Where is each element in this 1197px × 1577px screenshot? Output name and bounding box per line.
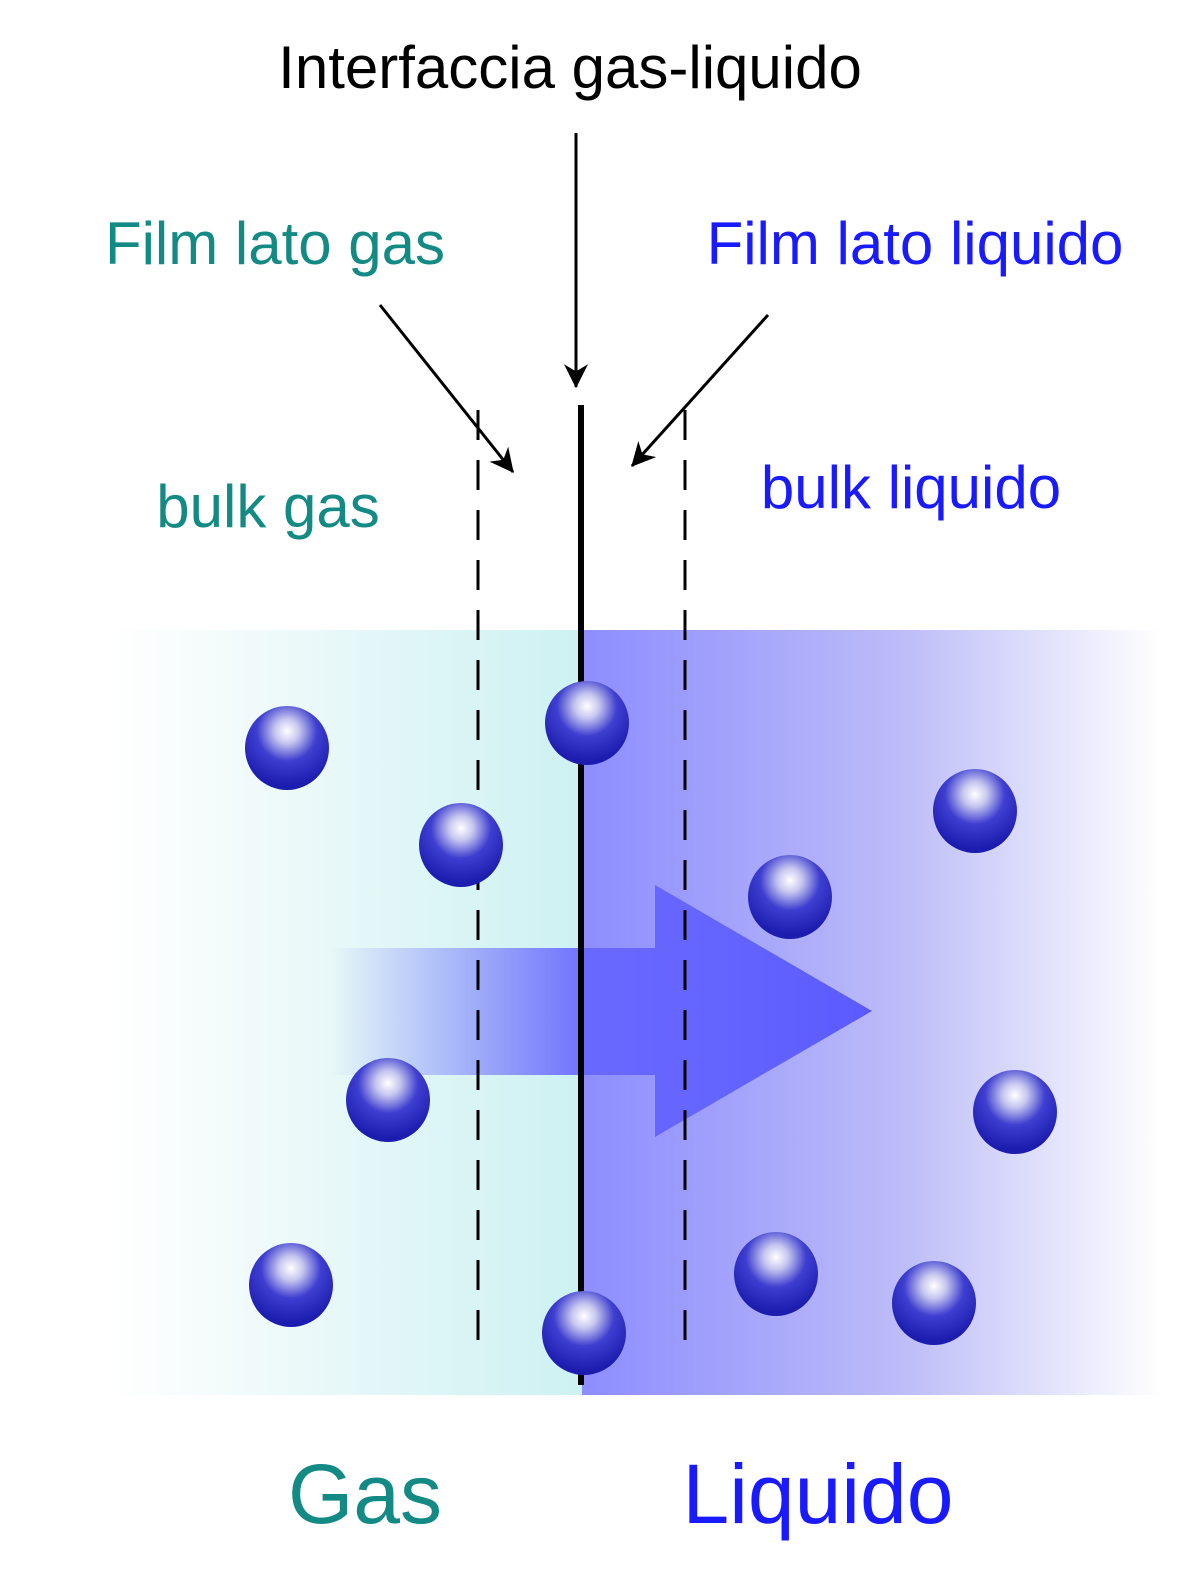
liquid-film-label: Film lato liquido bbox=[707, 210, 1124, 277]
gas-film-label: Film lato gas bbox=[105, 210, 445, 277]
molecule bbox=[545, 681, 629, 765]
mass-transfer-arrow bbox=[330, 885, 872, 1137]
molecule bbox=[933, 769, 1017, 853]
bulk-liquid-label: bulk liquido bbox=[761, 454, 1061, 521]
molecule bbox=[346, 1058, 430, 1142]
molecule bbox=[419, 803, 503, 887]
interface-label: Interfaccia gas-liquido bbox=[278, 34, 862, 101]
bulk-gas-label: bulk gas bbox=[156, 473, 379, 540]
liquid-film-pointer-arrow bbox=[630, 313, 770, 468]
molecule bbox=[245, 706, 329, 790]
molecule bbox=[542, 1291, 626, 1375]
gas-phase-label: Gas bbox=[288, 1447, 442, 1541]
molecule bbox=[734, 1232, 818, 1316]
liquid-phase-label: Liquido bbox=[683, 1447, 954, 1541]
molecule bbox=[748, 855, 832, 939]
molecule bbox=[973, 1070, 1057, 1154]
gas-film-pointer-arrow bbox=[378, 304, 515, 473]
molecule bbox=[892, 1261, 976, 1345]
molecule bbox=[249, 1243, 333, 1327]
